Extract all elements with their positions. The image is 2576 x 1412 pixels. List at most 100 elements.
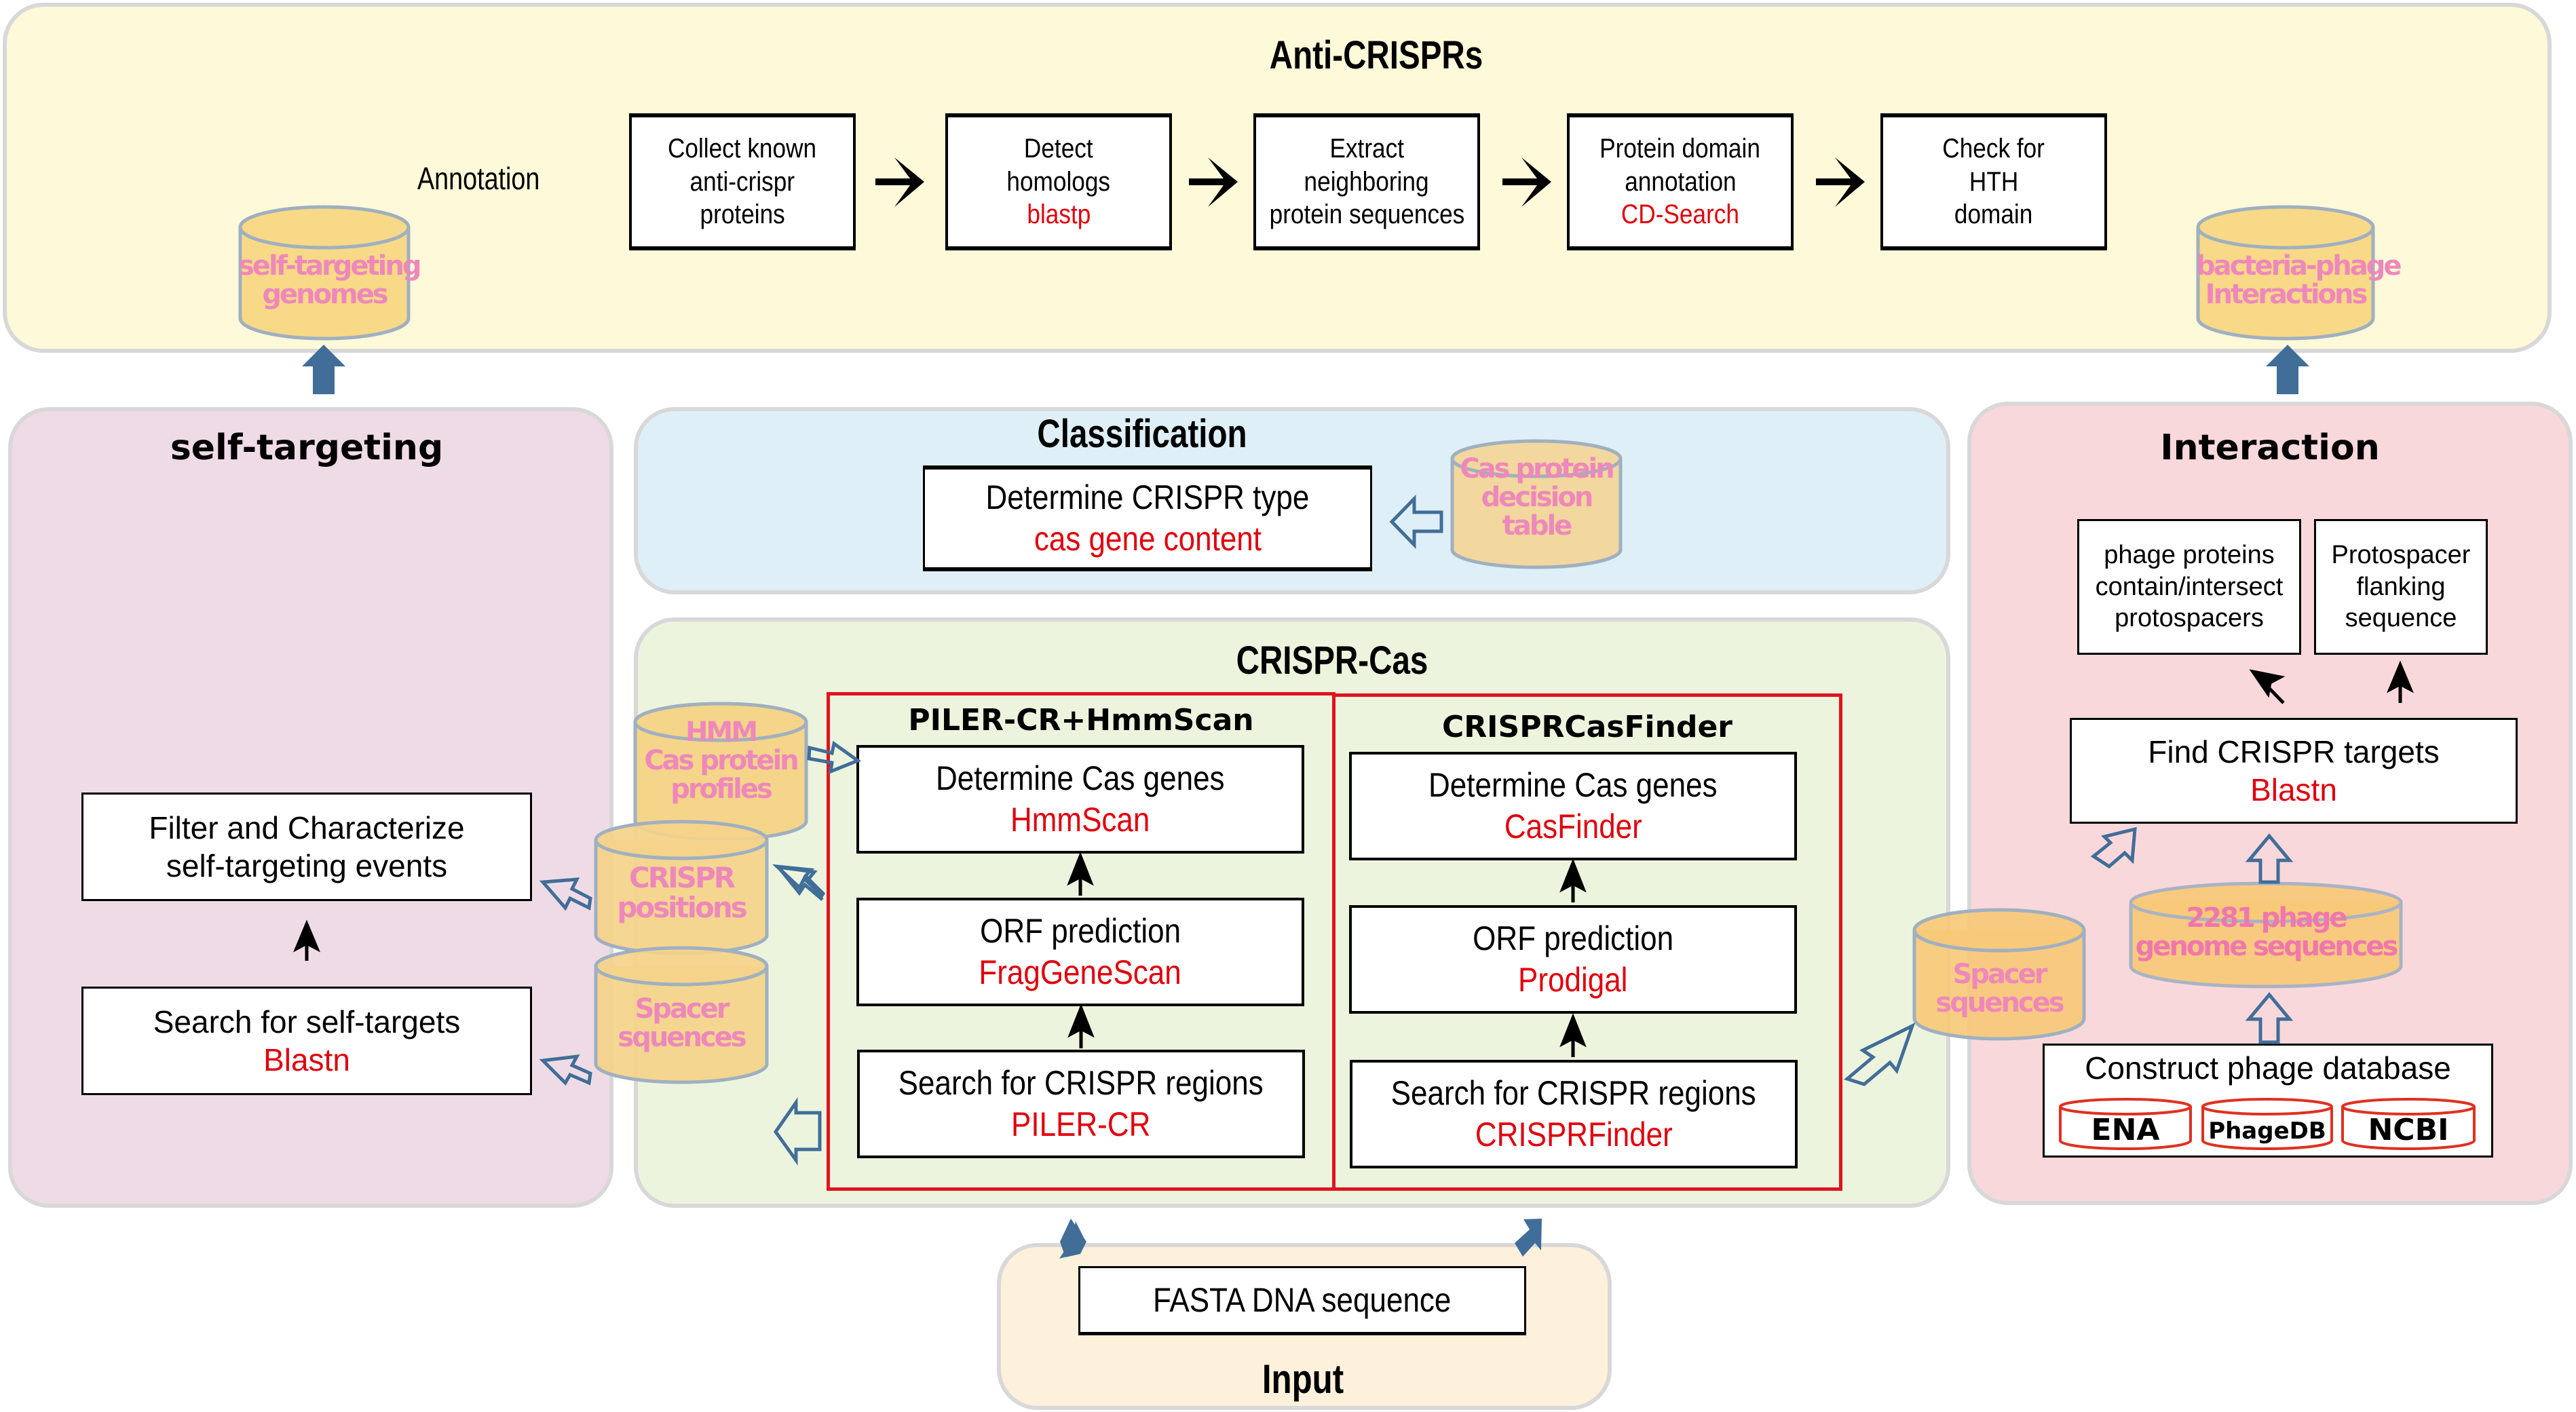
database-icon (2129, 881, 2403, 989)
step-text: Extract (1329, 133, 1404, 164)
database-icon (2196, 205, 2375, 341)
tool-name: blastp (1027, 199, 1091, 230)
tool-name: cas gene content (1034, 520, 1262, 558)
search-self-targets-box: Search for self-targets Blastn (81, 987, 532, 1095)
step-text: ORF prediction (1473, 919, 1673, 957)
tool-name: HmmScan (1010, 801, 1150, 839)
db-crispr-positions: CRISPR positions (594, 820, 769, 955)
step-text: protein sequences (1269, 199, 1464, 230)
db-bacteria-phage-interactions: bacteria-phage Interactions (2196, 205, 2402, 341)
pipeline-title: CRISPRCasFinder (1441, 710, 1733, 744)
phage-proteins-box: phage proteins contain/intersect protosp… (2077, 519, 2301, 655)
annotation-label: Annotation (417, 161, 540, 196)
db-label: squences (1935, 987, 2064, 1018)
db-label: Cas protein (1460, 453, 1614, 484)
db-label: Cas protein (644, 745, 799, 776)
step-text: Search for self-targets (153, 1004, 461, 1039)
db-label: table (1502, 510, 1573, 541)
database-icon (594, 820, 769, 955)
step-text: Check for (1942, 133, 2045, 164)
db-label: HMM (685, 717, 758, 748)
step-orf-prediction: ORF prediction FragGeneScan (856, 898, 1304, 1006)
db-label: genome sequences (2135, 931, 2399, 962)
tool-name: CD-Search (1621, 199, 1740, 230)
self-targeting-title: self-targeting (170, 427, 444, 468)
step-text: domain (1954, 199, 2033, 230)
step-text: contain/intersect (2095, 572, 2284, 601)
tool-name: Blastn (2250, 772, 2337, 807)
step-text: Find CRISPR targets (2148, 733, 2440, 769)
db-cas-protein-decision-table: Cas protein decision table (1450, 439, 1623, 569)
database-icon (2341, 1098, 2476, 1150)
db-hmm-cas-profiles: HMM Cas protein profiles (633, 702, 808, 841)
step-determine-cas-genes: Determine Cas genes CasFinder (1349, 752, 1797, 860)
tool-name: Prodigal (1518, 961, 1628, 999)
step-text: Collect known (668, 133, 817, 164)
step-search-crispr-regions: Search for CRISPR regions CRISPRFinder (1350, 1060, 1798, 1168)
step-determine-cas-genes: Determine Cas genes HmmScan (856, 745, 1304, 854)
interaction-title: Interaction (2160, 427, 2380, 468)
pipeline-title: PILER-CR+HmmScan (908, 703, 1254, 738)
determine-crispr-type-box: Determine CRISPR type cas gene content (923, 465, 1372, 571)
step-text: Determine Cas genes (936, 759, 1225, 797)
step-detect-homologs: Detect homologs blastp (945, 113, 1172, 250)
step-text: ORF prediction (980, 912, 1181, 950)
construct-phage-database-box: Construct phage database ENA PhageDB NCB… (2043, 1044, 2493, 1158)
step-text: protospacers (2115, 604, 2264, 633)
db-spacer-sequences-left: Spacer squences (594, 946, 769, 1084)
step-collect-known: Collect known anti-crispr proteins (629, 113, 856, 250)
step-text: Search for CRISPR regions (1390, 1074, 1756, 1112)
tool-name: FragGeneScan (979, 953, 1182, 991)
step-text: flanking (2356, 572, 2446, 601)
source-ncbi: NCBI (2341, 1097, 2476, 1151)
step-text: HTH (1969, 166, 2019, 197)
step-text: Determine CRISPR type (985, 478, 1310, 516)
database-icon (594, 946, 769, 1084)
db-label: genomes (262, 279, 388, 310)
db-label: Spacer (1952, 959, 2048, 990)
db-label: positions (617, 891, 748, 925)
database-icon (2201, 1098, 2333, 1150)
db-label: decision (1481, 482, 1594, 513)
db-self-targeting-genomes: self-targeting genomes (238, 205, 422, 341)
anti-crisprs-title: Anti-CRISPRs (1269, 33, 1483, 77)
source-label: NCBI (2368, 1113, 2449, 1147)
database-icon (2059, 1098, 2192, 1150)
step-text: Protospacer (2331, 541, 2471, 570)
database-icon (238, 205, 411, 341)
step-text: anti-crispr (689, 166, 795, 197)
filter-characterize-box: Filter and Characterize self-targeting e… (81, 793, 532, 901)
step-check-hth: Check for HTH domain (1880, 113, 2107, 250)
tool-name: CRISPRFinder (1475, 1115, 1673, 1153)
db-spacer-sequences-right: Spacer squences (1912, 906, 2086, 1041)
tool-name: PILER-CR (1011, 1105, 1151, 1143)
db-label: bacteria-phage (2196, 250, 2402, 282)
step-domain-annotation: Protein domain annotation CD-Search (1567, 113, 1794, 250)
step-text: phage proteins (2104, 541, 2275, 570)
step-text: Search for CRISPR regions (898, 1064, 1264, 1102)
step-text: self-targeting events (166, 848, 448, 883)
step-text: Protein domain (1599, 133, 1761, 164)
step-text: Determine Cas genes (1428, 766, 1718, 804)
step-text: Detect (1024, 133, 1093, 164)
db-label: 2281 phage (2186, 902, 2347, 934)
tool-name: Blastn (263, 1042, 350, 1077)
source-label: PhageDB (2208, 1118, 2326, 1145)
db-label: profiles (670, 774, 773, 805)
db-label: self-targeting (238, 250, 422, 282)
tool-name: CasFinder (1504, 807, 1642, 845)
db-label: Spacer (634, 993, 730, 1025)
database-icon (1912, 908, 2086, 1041)
step-text: sequence (2345, 604, 2457, 633)
step-text: neighboring (1304, 166, 1429, 197)
step-text: Filter and Characterize (149, 809, 465, 845)
fasta-input-box[interactable]: FASTA DNA sequence (1078, 1266, 1526, 1335)
step-orf-prediction: ORF prediction Prodigal (1349, 905, 1797, 1014)
step-text: annotation (1624, 166, 1737, 197)
db-phage-genome-sequences: 2281 phage genome sequences (2129, 881, 2403, 991)
source-ena: ENA (2058, 1097, 2193, 1151)
db-label: squences (618, 1022, 746, 1053)
step-text: proteins (700, 199, 785, 230)
construct-label: Construct phage database (2085, 1050, 2451, 1086)
db-label: Interactions (2205, 279, 2368, 310)
